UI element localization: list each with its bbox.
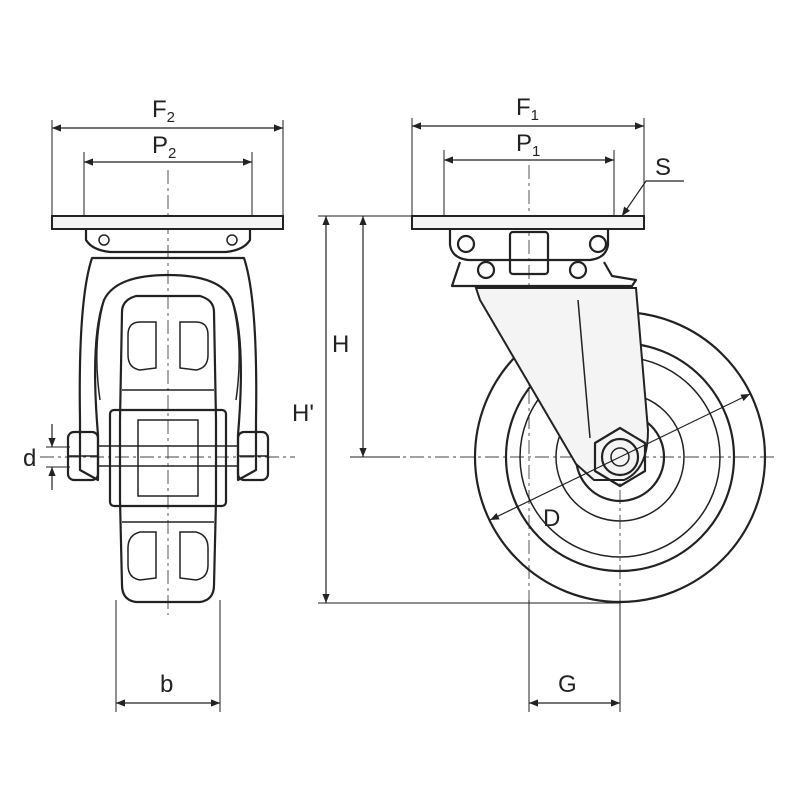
front-fork-outer bbox=[78, 256, 258, 482]
side-fork-leg bbox=[474, 287, 650, 481]
b-label: b bbox=[160, 671, 173, 698]
g-label: G bbox=[558, 671, 577, 698]
side-top-plate bbox=[411, 215, 645, 230]
f2-label: F2 bbox=[152, 96, 175, 126]
front-wheel-hub bbox=[108, 408, 228, 508]
h-prime-label: H' bbox=[292, 400, 314, 427]
s-leader-line bbox=[621, 180, 684, 217]
side-bearing-bolt-4 bbox=[568, 260, 588, 280]
side-fork-crown bbox=[450, 261, 638, 288]
f1-label: F1 bbox=[516, 94, 539, 124]
side-swivel-head bbox=[448, 229, 610, 262]
front-wheel-tread bbox=[118, 294, 218, 604]
s-label: S bbox=[655, 154, 671, 181]
d-small-label: d bbox=[23, 445, 36, 472]
front-fork-inner bbox=[96, 299, 240, 401]
front-axle-shaft bbox=[97, 445, 239, 467]
side-bearing-bolt-1 bbox=[456, 234, 476, 254]
side-kingpin-block bbox=[508, 230, 550, 276]
front-bearing-bolt-right bbox=[226, 234, 238, 246]
p1-label: P1 bbox=[516, 130, 540, 160]
d-large-label: D bbox=[543, 505, 560, 532]
front-bearing-bolt-left bbox=[98, 234, 110, 246]
side-bearing-bolt-2 bbox=[588, 234, 608, 254]
front-wheel-cutout-bottom-right bbox=[179, 531, 209, 581]
front-swivel-bearing bbox=[84, 229, 252, 254]
front-view: F2 P2 d b bbox=[23, 96, 295, 712]
d-large-dimension-line bbox=[489, 393, 751, 521]
front-wheel-cutout-top-left bbox=[127, 321, 157, 371]
front-wheel-hub-core bbox=[137, 419, 199, 497]
front-wheel-cutout-bottom-left bbox=[127, 531, 157, 581]
side-bearing-bolt-3 bbox=[476, 260, 496, 280]
front-top-plate bbox=[51, 215, 284, 230]
side-view: D F1 P1 S H H' G bbox=[292, 94, 775, 712]
front-wheel-cutout-top-right bbox=[179, 321, 209, 371]
h-label: H bbox=[332, 331, 349, 358]
p2-label: P2 bbox=[152, 132, 176, 162]
